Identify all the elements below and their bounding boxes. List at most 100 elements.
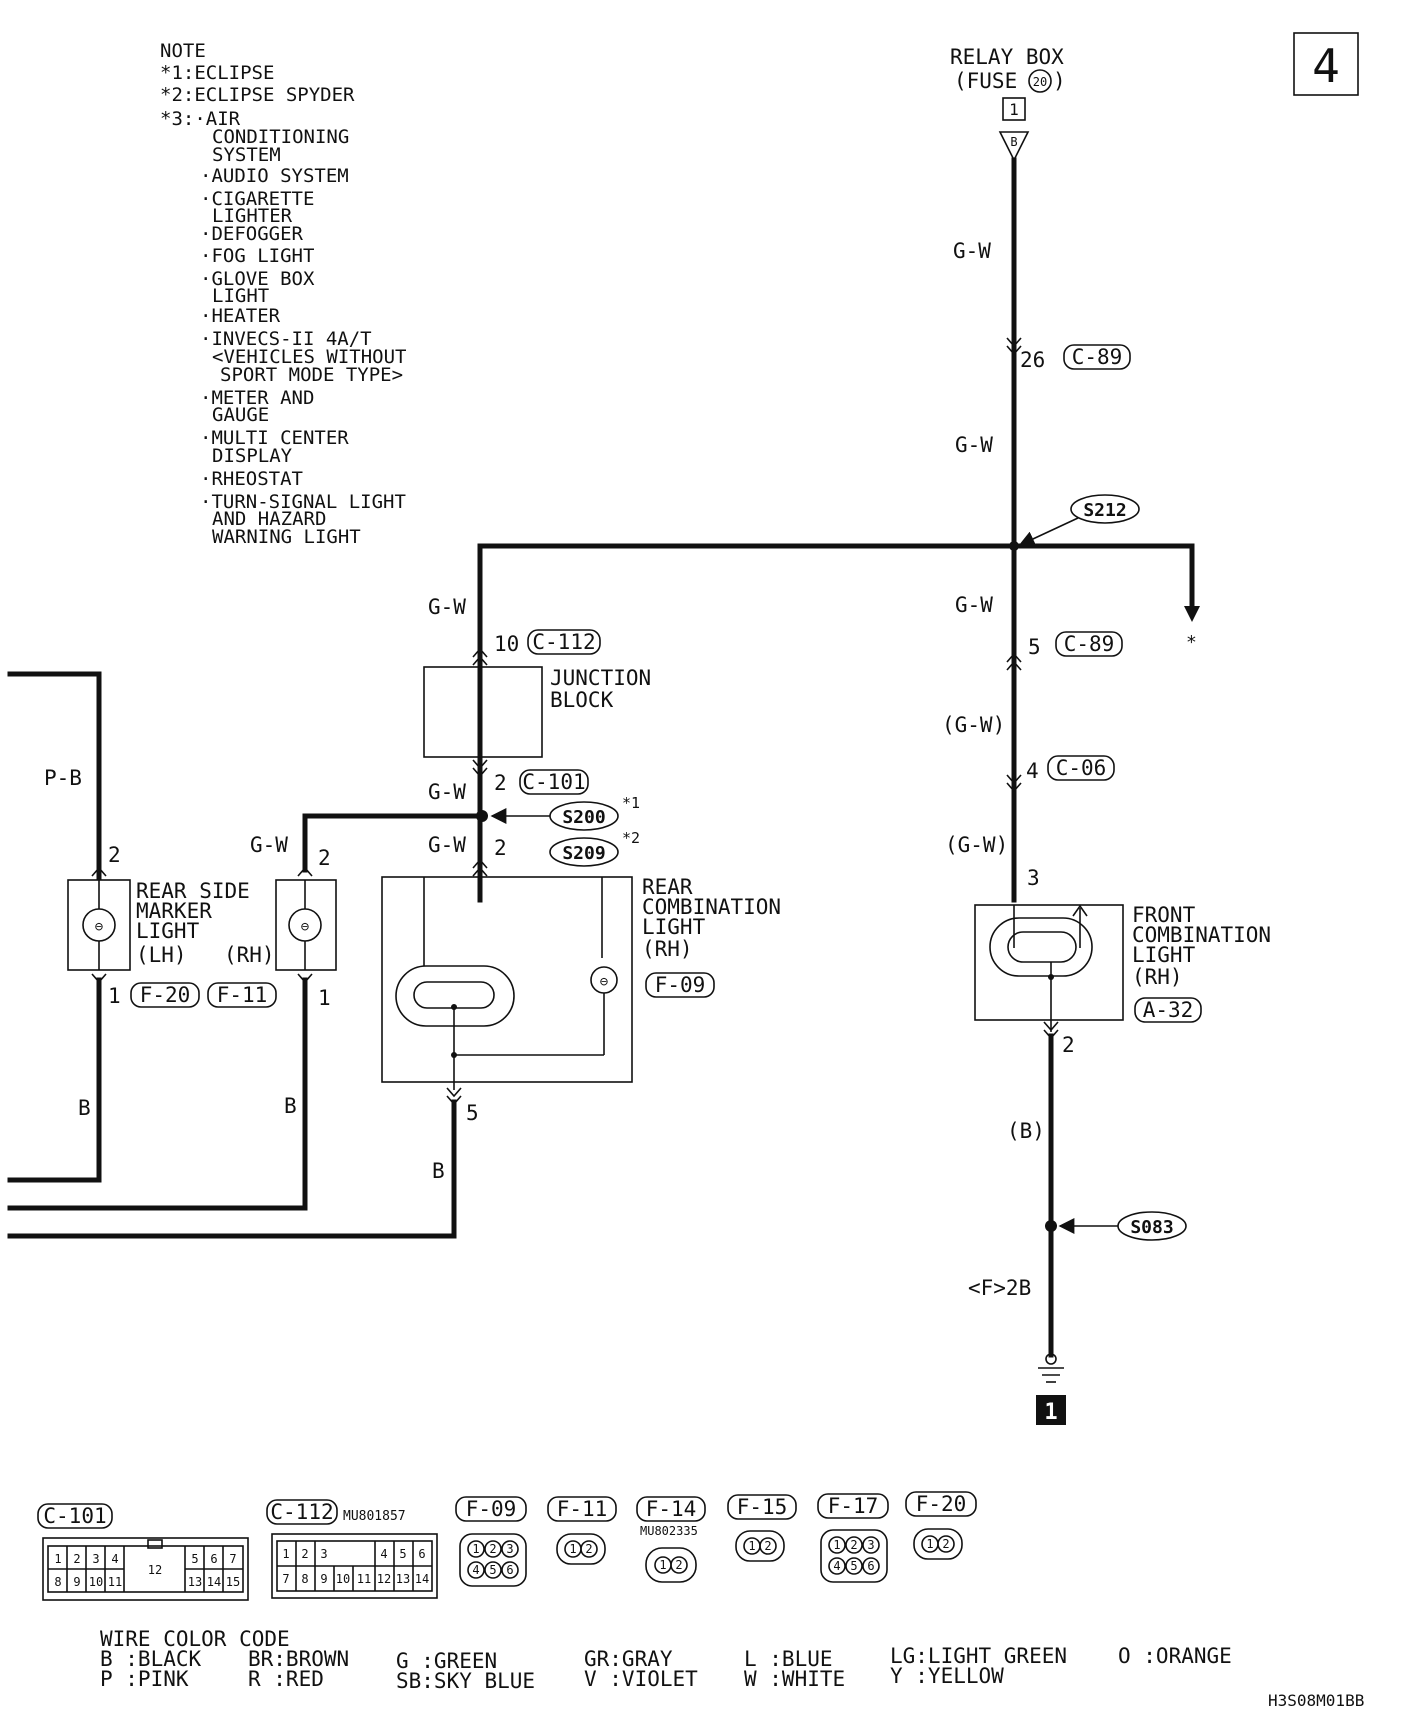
svg-text:WARNING LIGHT: WARNING LIGHT bbox=[212, 526, 361, 548]
connector-view-f17: F-17 1 2 3 4 5 6 bbox=[817, 1493, 889, 1583]
svg-text:⊖: ⊖ bbox=[95, 919, 104, 935]
svg-text:·INVECS-II 4A/T: ·INVECS-II 4A/T bbox=[200, 328, 372, 350]
connector-c89-5: 5 C-89 bbox=[1006, 631, 1123, 671]
svg-text:REAR SIDE: REAR SIDE bbox=[136, 879, 250, 903]
svg-text:C-101: C-101 bbox=[43, 1504, 106, 1528]
svg-text:10: 10 bbox=[494, 632, 519, 656]
svg-text:1: 1 bbox=[569, 1542, 576, 1556]
svg-text:2: 2 bbox=[764, 1539, 771, 1553]
rear-combination-light: ⊖ REAR COMBINATION LIGHT (RH) F-09 bbox=[381, 875, 781, 1090]
svg-text:LIGHT: LIGHT bbox=[642, 915, 706, 939]
relay-box: RELAY BOX (FUSE 20 ) 1 B bbox=[950, 45, 1066, 162]
svg-text:LG:LIGHT GREEN: LG:LIGHT GREEN bbox=[890, 1644, 1067, 1668]
svg-text:5: 5 bbox=[191, 1552, 198, 1566]
svg-text:R :RED: R :RED bbox=[248, 1667, 324, 1691]
svg-text:CONDITIONING: CONDITIONING bbox=[212, 126, 349, 148]
svg-text:C-101: C-101 bbox=[522, 770, 585, 794]
svg-text:O :ORANGE: O :ORANGE bbox=[1118, 1644, 1232, 1668]
svg-text:<F>2B: <F>2B bbox=[968, 1276, 1031, 1300]
front-combination-light: FRONT COMBINATION LIGHT (RH) A-32 bbox=[974, 903, 1271, 1032]
svg-text:14: 14 bbox=[207, 1575, 221, 1589]
svg-text:L :BLUE: L :BLUE bbox=[744, 1647, 833, 1671]
svg-text:MU801857: MU801857 bbox=[343, 1509, 406, 1524]
rear-side-marker-light: ⊖ ⊖ REAR SIDE MARKER LIGHT (LH) (RH) bbox=[67, 879, 337, 971]
svg-text:G-W: G-W bbox=[428, 780, 466, 804]
svg-text:W :WHITE: W :WHITE bbox=[744, 1667, 845, 1691]
svg-text:(B): (B) bbox=[1007, 1119, 1045, 1143]
svg-text:WIRE COLOR CODE: WIRE COLOR CODE bbox=[100, 1627, 290, 1651]
svg-text:14: 14 bbox=[415, 1572, 429, 1586]
ground-symbol: 1 bbox=[1036, 1353, 1066, 1425]
wire-color-code: WIRE COLOR CODE B :BLACK BR:BROWN G :GRE… bbox=[100, 1627, 1232, 1693]
svg-text:11: 11 bbox=[108, 1575, 122, 1589]
svg-text:*1: *1 bbox=[622, 794, 640, 812]
svg-text:·HEATER: ·HEATER bbox=[200, 305, 281, 327]
svg-text:JUNCTION: JUNCTION bbox=[550, 666, 651, 690]
svg-text:1: 1 bbox=[926, 1537, 933, 1551]
splice-s209: S209 *2 bbox=[549, 829, 640, 867]
svg-text:·DEFOGGER: ·DEFOGGER bbox=[200, 223, 304, 245]
svg-text:S200: S200 bbox=[562, 807, 605, 828]
svg-text:⊖: ⊖ bbox=[301, 919, 310, 935]
svg-text:S209: S209 bbox=[562, 843, 605, 864]
svg-text:15: 15 bbox=[226, 1575, 240, 1589]
svg-text:12: 12 bbox=[377, 1572, 391, 1586]
svg-text:B: B bbox=[284, 1094, 297, 1118]
svg-text:V :VIOLET: V :VIOLET bbox=[584, 1667, 698, 1691]
svg-text:2: 2 bbox=[585, 1542, 592, 1556]
svg-text:B: B bbox=[1010, 135, 1017, 149]
svg-text:3: 3 bbox=[320, 1547, 327, 1561]
svg-text:LIGHT: LIGHT bbox=[212, 285, 269, 307]
svg-text:6: 6 bbox=[867, 1559, 874, 1573]
svg-text:AND HAZARD: AND HAZARD bbox=[212, 508, 326, 530]
svg-text:1: 1 bbox=[833, 1538, 840, 1552]
svg-text:(FUSE: (FUSE bbox=[954, 69, 1017, 93]
svg-text:10: 10 bbox=[89, 1575, 103, 1589]
page-number: 4 bbox=[1293, 32, 1359, 96]
svg-text:COMBINATION: COMBINATION bbox=[642, 895, 781, 919]
svg-text:3: 3 bbox=[92, 1552, 99, 1566]
svg-text:C-112: C-112 bbox=[532, 630, 595, 654]
svg-text:5: 5 bbox=[1028, 635, 1041, 659]
svg-text:1: 1 bbox=[659, 1558, 666, 1572]
svg-text:2: 2 bbox=[942, 1537, 949, 1551]
splice-s212: S212 bbox=[1018, 494, 1140, 547]
svg-text:4: 4 bbox=[472, 1563, 479, 1577]
svg-text:FRONT: FRONT bbox=[1132, 903, 1196, 927]
svg-text:B: B bbox=[78, 1096, 91, 1120]
junction-block: JUNCTION BLOCK bbox=[423, 664, 651, 760]
svg-text:G-W: G-W bbox=[250, 833, 288, 857]
svg-text:1: 1 bbox=[318, 986, 331, 1010]
svg-text:(G-W): (G-W) bbox=[942, 713, 1005, 737]
svg-text:S212: S212 bbox=[1083, 500, 1126, 521]
svg-text:·METER AND: ·METER AND bbox=[200, 387, 314, 409]
svg-text:3: 3 bbox=[867, 1538, 874, 1552]
svg-text:20: 20 bbox=[1033, 75, 1047, 89]
svg-text:2: 2 bbox=[494, 836, 507, 860]
svg-text:F-15: F-15 bbox=[737, 1495, 788, 1519]
svg-text:(RH): (RH) bbox=[1132, 965, 1183, 989]
svg-text:9: 9 bbox=[73, 1575, 80, 1589]
svg-text:SPORT MODE TYPE>: SPORT MODE TYPE> bbox=[220, 364, 403, 386]
svg-text:BR:BROWN: BR:BROWN bbox=[248, 1647, 349, 1671]
svg-text:REAR: REAR bbox=[642, 875, 693, 899]
svg-text:(RH): (RH) bbox=[642, 937, 693, 961]
svg-text:5: 5 bbox=[466, 1101, 479, 1125]
diagram-code: H3S08M01BB bbox=[1268, 1691, 1364, 1710]
svg-text:2: 2 bbox=[489, 1542, 496, 1556]
svg-text:DISPLAY: DISPLAY bbox=[212, 445, 293, 467]
svg-text:11: 11 bbox=[357, 1572, 371, 1586]
svg-text:LIGHTER: LIGHTER bbox=[212, 205, 293, 227]
svg-text:1: 1 bbox=[472, 1542, 479, 1556]
svg-text:F-09: F-09 bbox=[466, 1497, 517, 1521]
svg-text:F-11: F-11 bbox=[217, 983, 268, 1007]
svg-text:·GLOVE BOX: ·GLOVE BOX bbox=[200, 268, 315, 290]
svg-text:P-B: P-B bbox=[44, 766, 82, 790]
svg-text:P :PINK: P :PINK bbox=[100, 1667, 189, 1691]
svg-text:RELAY BOX: RELAY BOX bbox=[950, 45, 1064, 69]
svg-text:1: 1 bbox=[108, 984, 121, 1008]
svg-text:A-32: A-32 bbox=[1143, 998, 1194, 1022]
svg-text:GAUGE: GAUGE bbox=[212, 404, 269, 426]
svg-text:): ) bbox=[1053, 69, 1066, 93]
